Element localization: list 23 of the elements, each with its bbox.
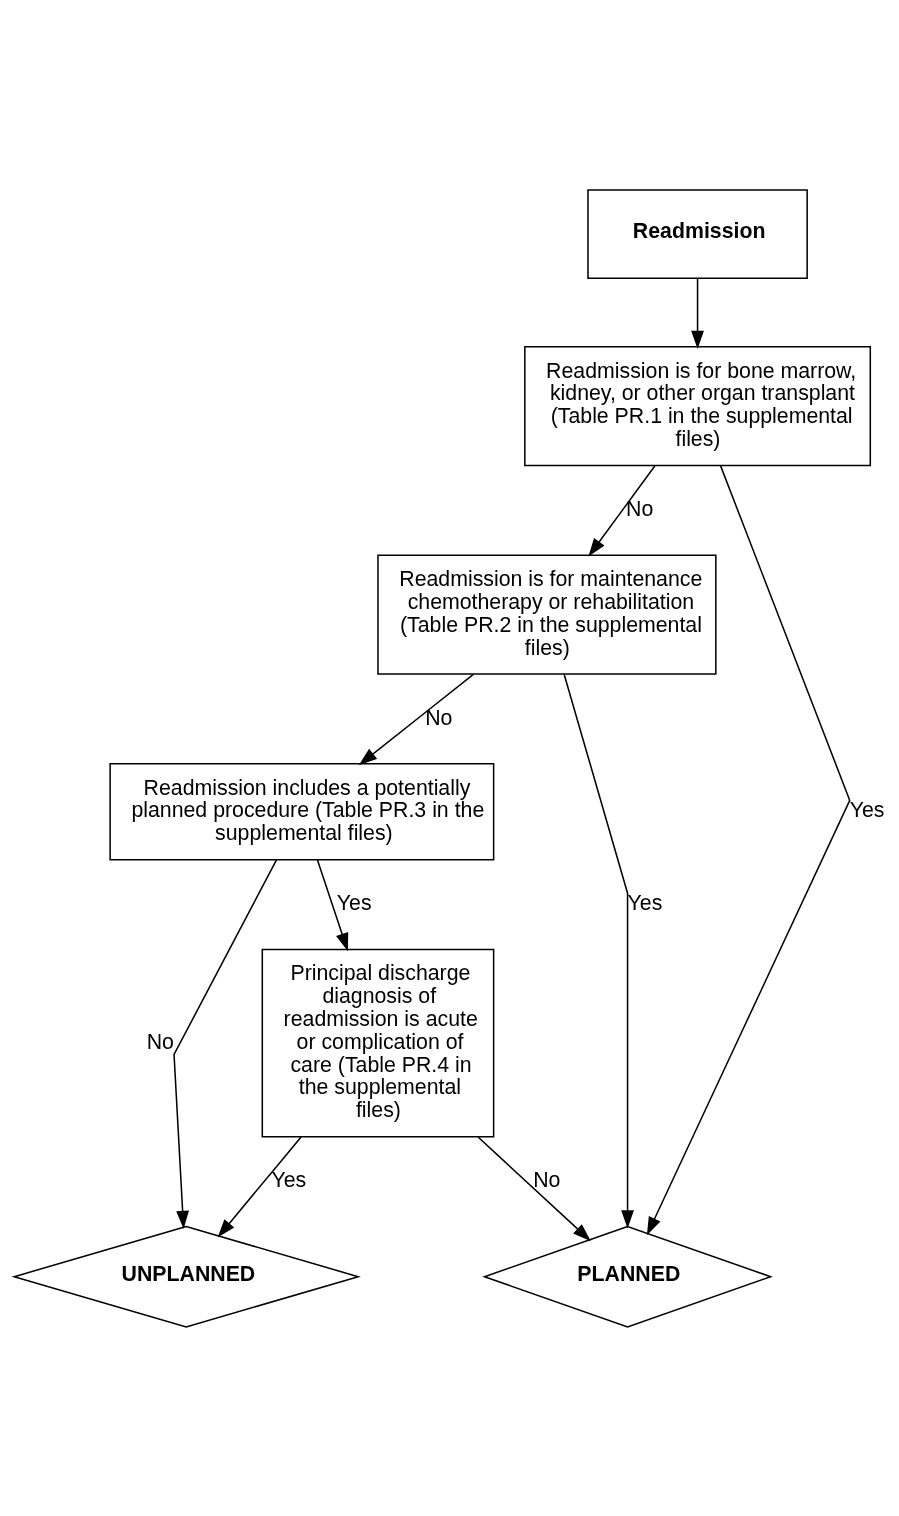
node-box: Readmission includes a potentially planned procedure (Table PR.3 in the supplemental files) [109, 762, 495, 860]
arrow [563, 673, 634, 1228]
arrow [646, 464, 851, 1235]
edge-label: No [533, 1167, 561, 1192]
edge-label: Yes [336, 890, 372, 915]
arrow [173, 858, 278, 1229]
node-diamond: UNPLANNED [11, 1225, 361, 1328]
arrow [588, 464, 656, 557]
arrow [217, 1135, 302, 1237]
edge-label: No [626, 496, 654, 521]
arrow [316, 858, 349, 951]
arrow [358, 673, 475, 765]
edge-label: Yes [627, 890, 663, 915]
edge-label: No [425, 705, 453, 730]
arrow [477, 1135, 591, 1241]
node-box: Readmission [587, 188, 808, 279]
arrow [691, 277, 704, 349]
node-box: Principal discharge diagnosis of readmission is acute or complication of care (Table PR.4 in the supplemental files) [261, 948, 495, 1137]
edge-label: Yes [849, 797, 885, 822]
edge-label: Yes [271, 1167, 307, 1192]
edge-label: No [146, 1029, 174, 1054]
node-box: Readmission is for bone marrow, kidney, or other organ transplant (Table PR.1 in the supplemental files) [524, 345, 872, 466]
node-box: Readmission is for maintenance chemotherapy or rehabilitation (Table PR.2 in the supplemental files) [377, 554, 717, 675]
